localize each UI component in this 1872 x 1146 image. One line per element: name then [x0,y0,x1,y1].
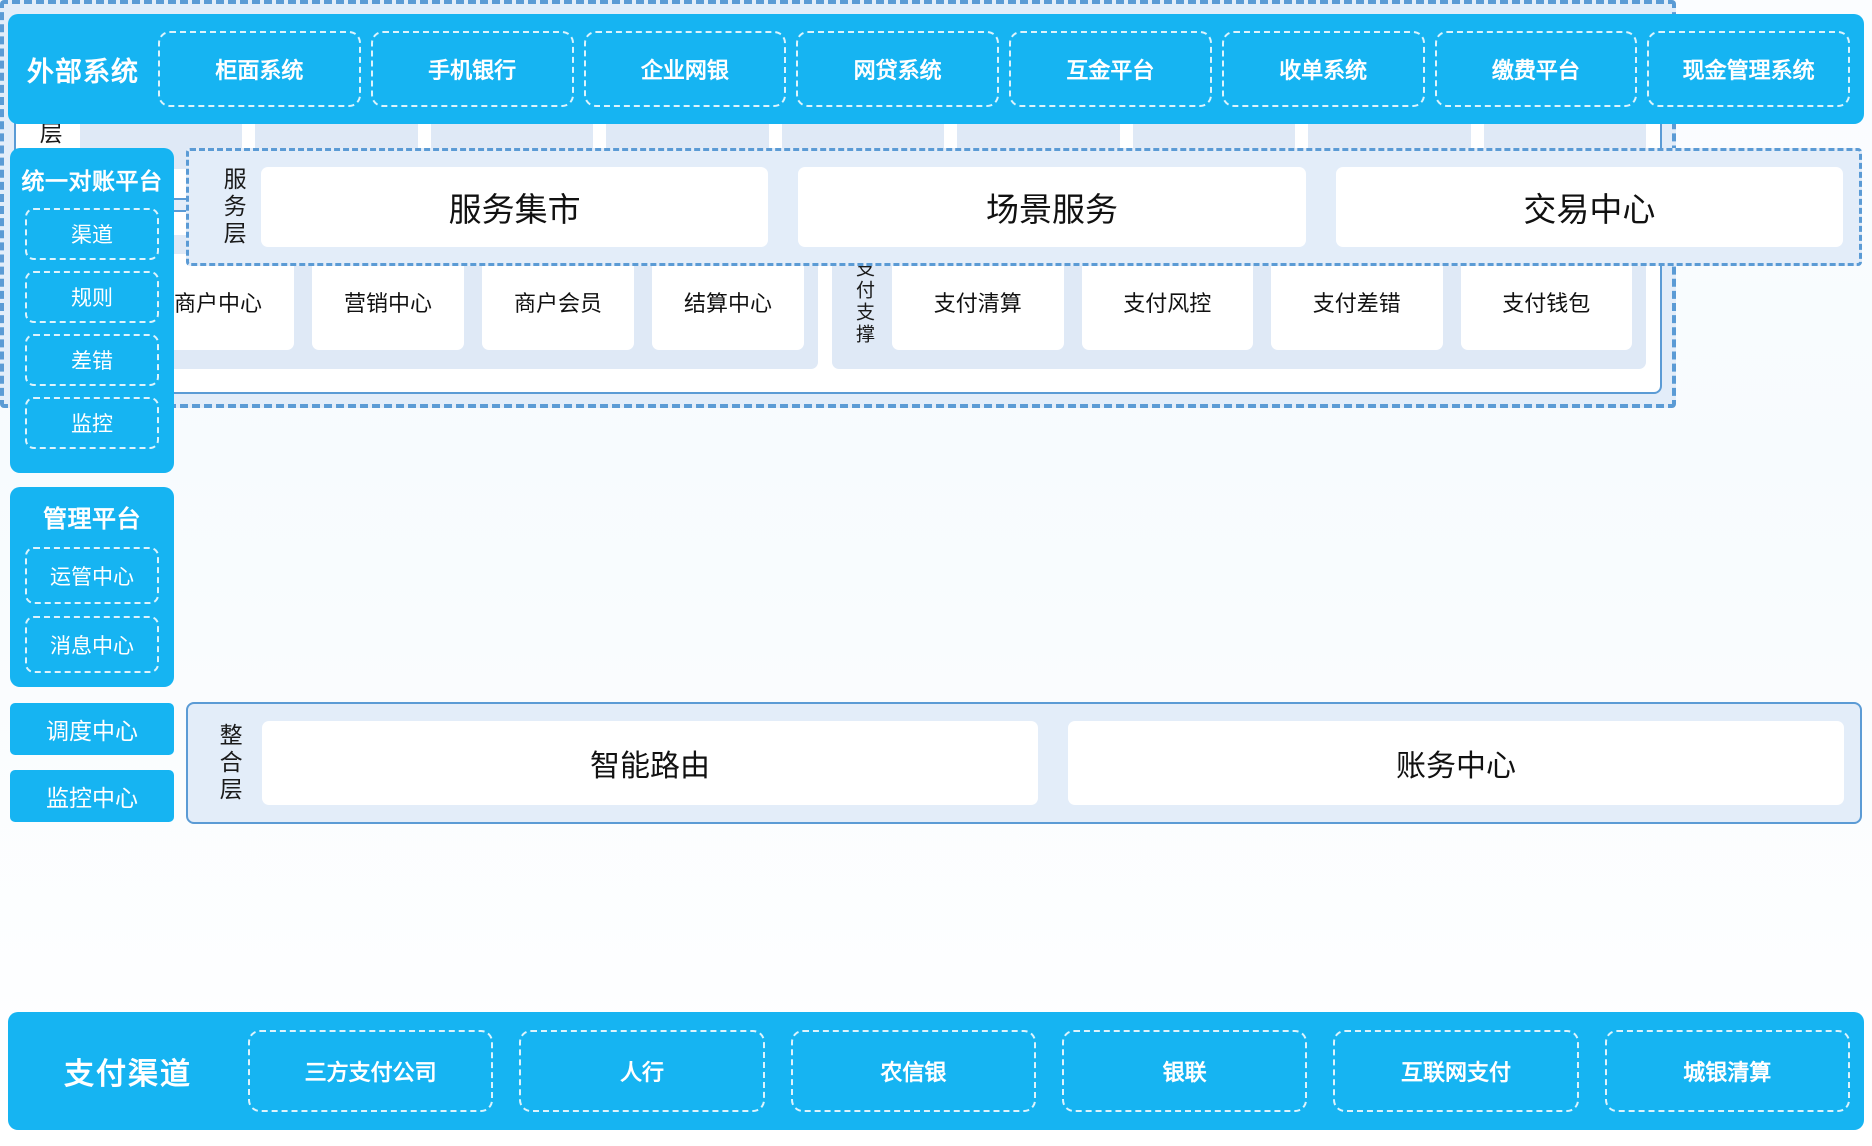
manage-item-operations-center[interactable]: 运管中心 [25,547,159,604]
external-system-chip[interactable]: 手机银行 [370,31,574,107]
payment-channel-chip[interactable]: 人行 [519,1030,765,1112]
support-group-payment-items: 支付清算 支付风控 支付差错 支付钱包 [892,254,1632,350]
payment-channel-chip[interactable]: 银联 [1061,1030,1308,1112]
payment-channels-title: 支付渠道 [64,1058,192,1091]
payment-channel-chip[interactable]: 三方支付公司 [248,1030,494,1112]
support-card-settlement-center[interactable]: 结算中心 [652,254,804,350]
manage-platform-panel: 管理平台 运管中心 消息中心 [10,487,174,687]
monitor-center-block[interactable]: 监控中心 [10,770,174,822]
external-systems-items: 柜面系统 手机银行 企业网银 网贷系统 互金平台 收单系统 缴费平台 现金管理系… [158,14,1854,124]
manage-item-message-center[interactable]: 消息中心 [25,616,159,673]
service-layer-items: 服务集市 场景服务 交易中心 [261,167,1843,247]
payment-channels-bar: 支付渠道 三方支付公司 人行 农信银 银联 互联网支付 城银清算 [8,1012,1864,1130]
service-layer-label: 服务层 [220,166,247,248]
external-system-chip[interactable]: 企业网银 [583,31,787,107]
integration-layer-items: 智能路由 账务中心 [262,721,1844,805]
integration-card-accounting-center[interactable]: 账务中心 [1068,721,1844,805]
reconcile-item-monitor[interactable]: 监控 [25,397,159,449]
support-card-payment-clearing[interactable]: 支付清算 [892,254,1064,350]
service-card-market[interactable]: 服务集市 [261,167,769,247]
dispatch-center-block[interactable]: 调度中心 [10,703,174,755]
support-group-payment-label: 支付支撑 [852,258,874,346]
support-card-payment-error[interactable]: 支付差错 [1271,254,1443,350]
support-card-payment-risk[interactable]: 支付风控 [1081,254,1253,350]
external-system-chip[interactable]: 现金管理系统 [1647,31,1850,107]
payment-channel-chip[interactable]: 城银清算 [1604,1030,1850,1112]
external-system-chip[interactable]: 柜面系统 [158,31,361,107]
reconcile-item-channel[interactable]: 渠道 [25,208,159,260]
integration-card-smart-routing[interactable]: 智能路由 [262,721,1038,805]
support-card-marketing-center[interactable]: 营销中心 [312,254,464,350]
reconcile-platform-panel: 统一对账平台 渠道 规则 差错 监控 [10,148,174,473]
support-card-merchant-member[interactable]: 商户会员 [482,254,634,350]
reconcile-item-error[interactable]: 差错 [25,334,159,386]
payment-channel-chip[interactable]: 农信银 [790,1030,1036,1112]
service-layer: 服务层 服务集市 场景服务 交易中心 [186,148,1862,266]
external-system-chip[interactable]: 互金平台 [1009,31,1212,107]
service-card-transaction[interactable]: 交易中心 [1335,167,1843,247]
reconcile-platform-title: 统一对账平台 [21,168,163,194]
payment-channels-items: 三方支付公司 人行 农信银 银联 互联网支付 城银清算 [248,1012,1864,1130]
support-group-scene-items: 商户中心 营销中心 商户会员 结算中心 [142,254,804,350]
integration-layer-label: 整合层 [216,722,243,804]
reconcile-item-rule[interactable]: 规则 [25,271,159,323]
external-system-chip[interactable]: 缴费平台 [1434,31,1638,107]
external-system-chip[interactable]: 网贷系统 [796,31,999,107]
payment-channel-chip[interactable]: 互联网支付 [1333,1030,1579,1112]
external-system-chip[interactable]: 收单系统 [1221,31,1425,107]
external-systems-title: 外部系统 [27,56,139,87]
support-card-payment-wallet[interactable]: 支付钱包 [1460,254,1632,350]
external-systems-bar: 外部系统 柜面系统 手机银行 企业网银 网贷系统 互金平台 收单系统 缴费平台 … [8,14,1864,124]
manage-platform-title: 管理平台 [43,506,141,533]
service-card-scenario[interactable]: 场景服务 [798,167,1306,247]
integration-layer: 整合层 智能路由 账务中心 [186,702,1862,824]
